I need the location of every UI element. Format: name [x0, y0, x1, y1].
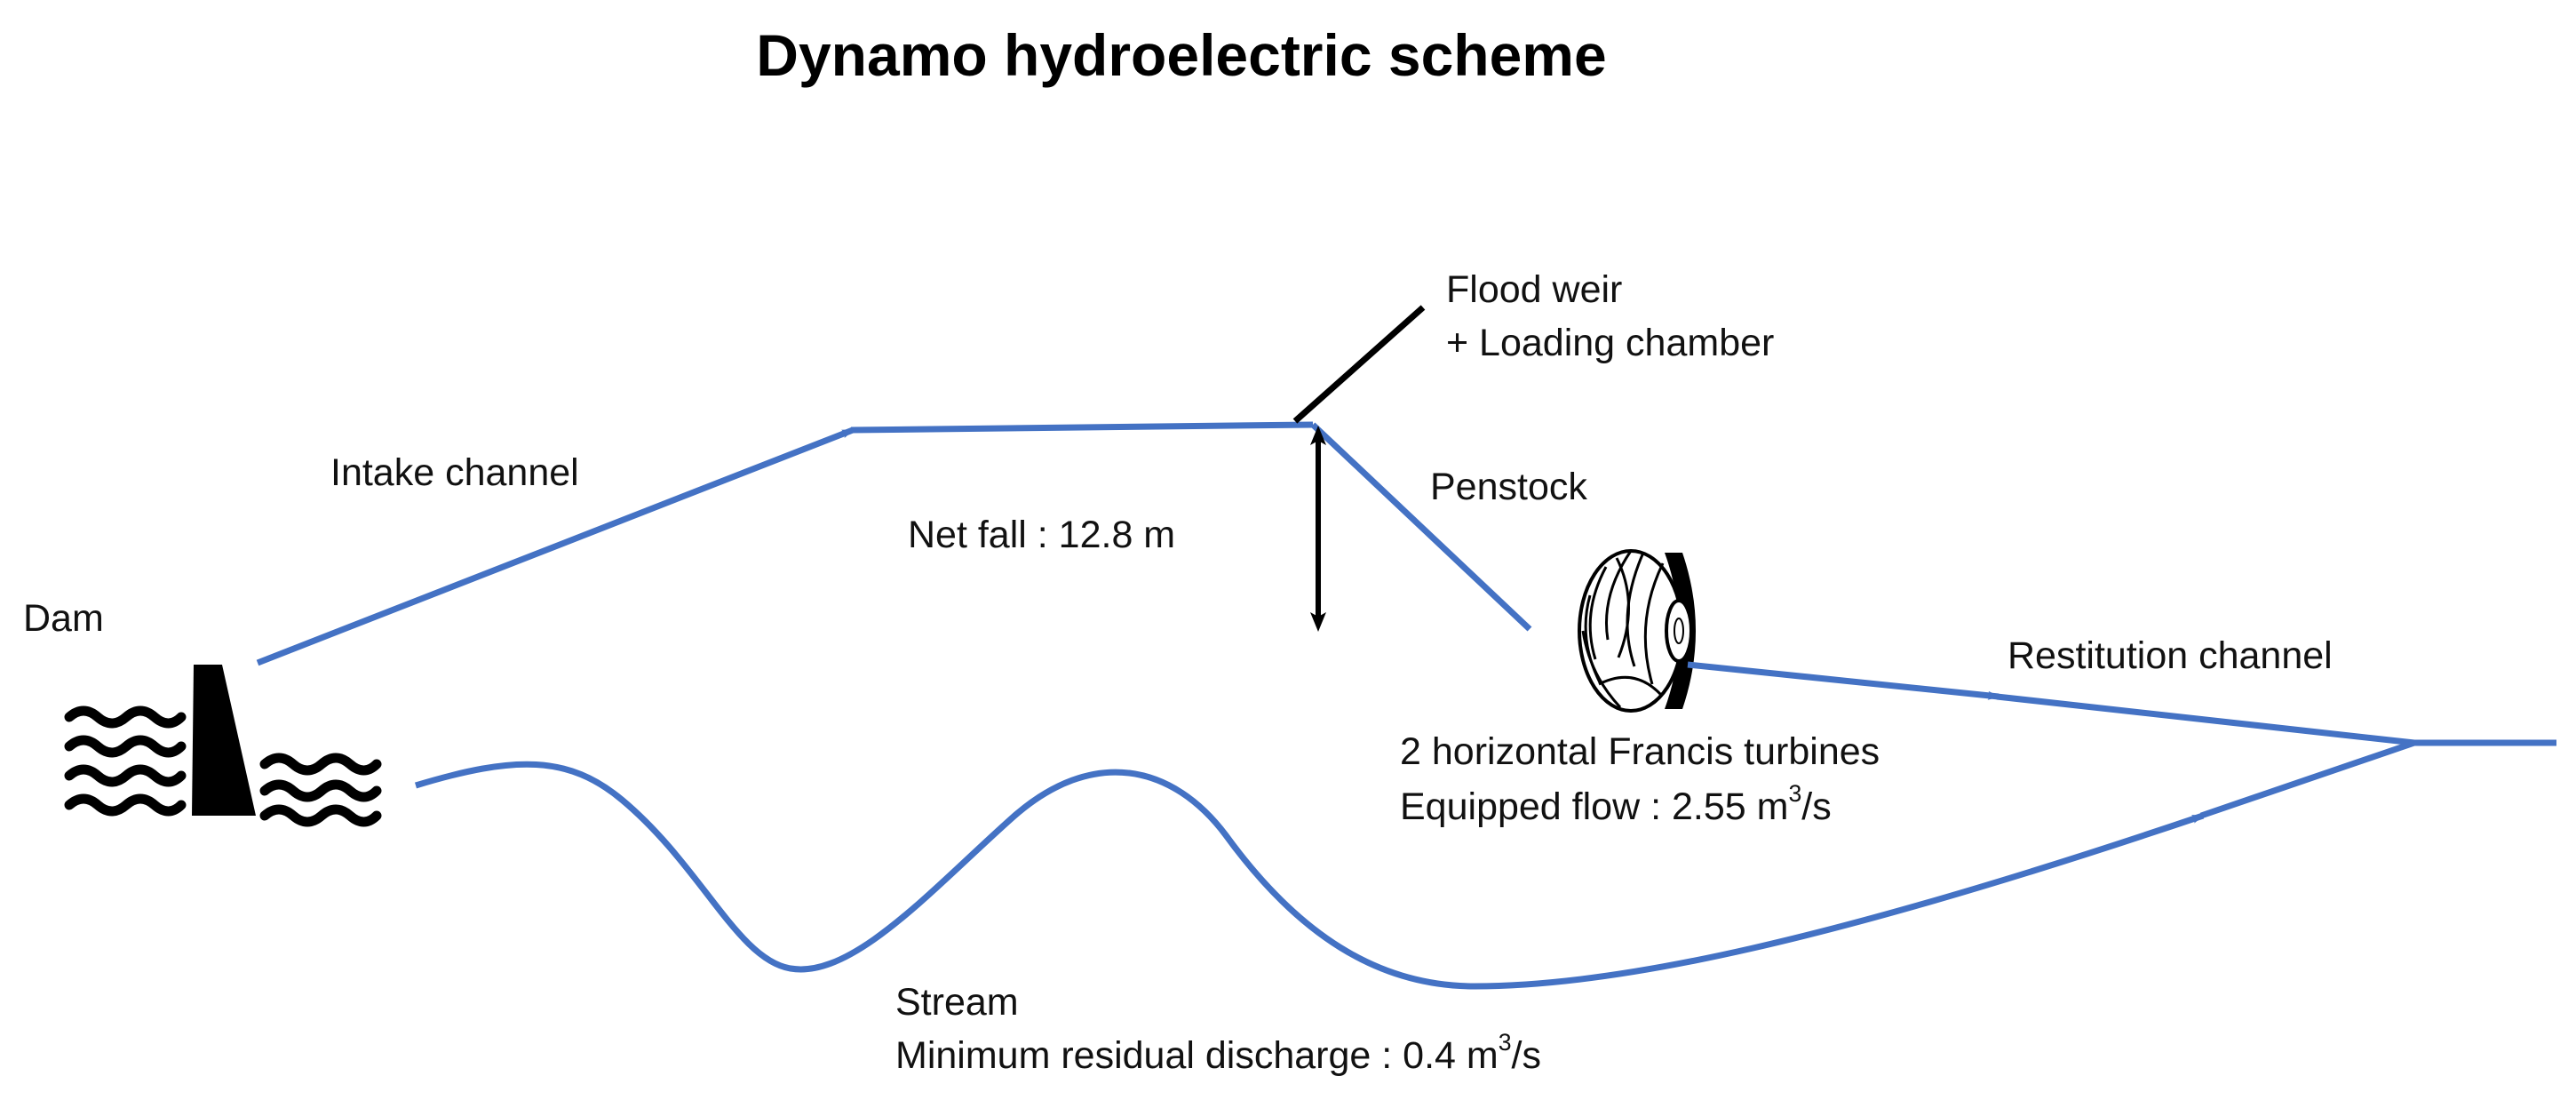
dam-label: Dam [23, 597, 104, 640]
restitution-channel-label: Restitution channel [2008, 634, 2333, 677]
residual-discharge-exponent: 3 [1498, 1029, 1512, 1056]
intake-channel-line [256, 426, 855, 666]
flood-weir-pointer [1292, 305, 1426, 424]
turbine-outlet-line [1687, 661, 2000, 700]
residual-discharge-text: Minimum residual discharge : 0.4 m [895, 1034, 1499, 1077]
residual-discharge-unit: /s [1511, 1034, 1541, 1077]
equipped-flow-label: Equipped flow : 2.55 m3/s [1400, 780, 1832, 833]
stream-label: Stream [895, 981, 1019, 1024]
diagram-title: Dynamo hydroelectric scheme [756, 22, 1607, 88]
equipped-flow-exponent: 3 [1788, 780, 1802, 808]
flood-weir-label: Flood weir [1446, 268, 1623, 311]
penstock-label: Penstock [1430, 466, 1587, 508]
dam-icon [64, 665, 382, 827]
penstock-line [1310, 422, 1532, 632]
net-fall-label: Net fall : 12.8 m [908, 514, 1176, 556]
equipped-flow-text: Equipped flow : 2.55 m [1400, 785, 1789, 828]
downstream-water-waves [259, 753, 382, 827]
upstream-water-waves [64, 705, 187, 817]
intake-channel-label: Intake channel [330, 451, 579, 494]
stream-line [414, 761, 2205, 990]
equipped-flow-unit: /s [1801, 785, 1832, 828]
turbines-label: 2 horizontal Francis turbines [1400, 730, 1880, 773]
francis-turbine-icon [1578, 549, 1696, 713]
stream-confluence-line [2199, 739, 2416, 819]
loading-chamber-label: + Loading chamber [1446, 322, 1775, 364]
intake-channel-line-upper [850, 421, 1314, 434]
restitution-channel-line [1996, 693, 2415, 746]
residual-discharge-label: Minimum residual discharge : 0.4 m3/s [895, 1029, 1541, 1082]
dam-wall [192, 665, 256, 816]
